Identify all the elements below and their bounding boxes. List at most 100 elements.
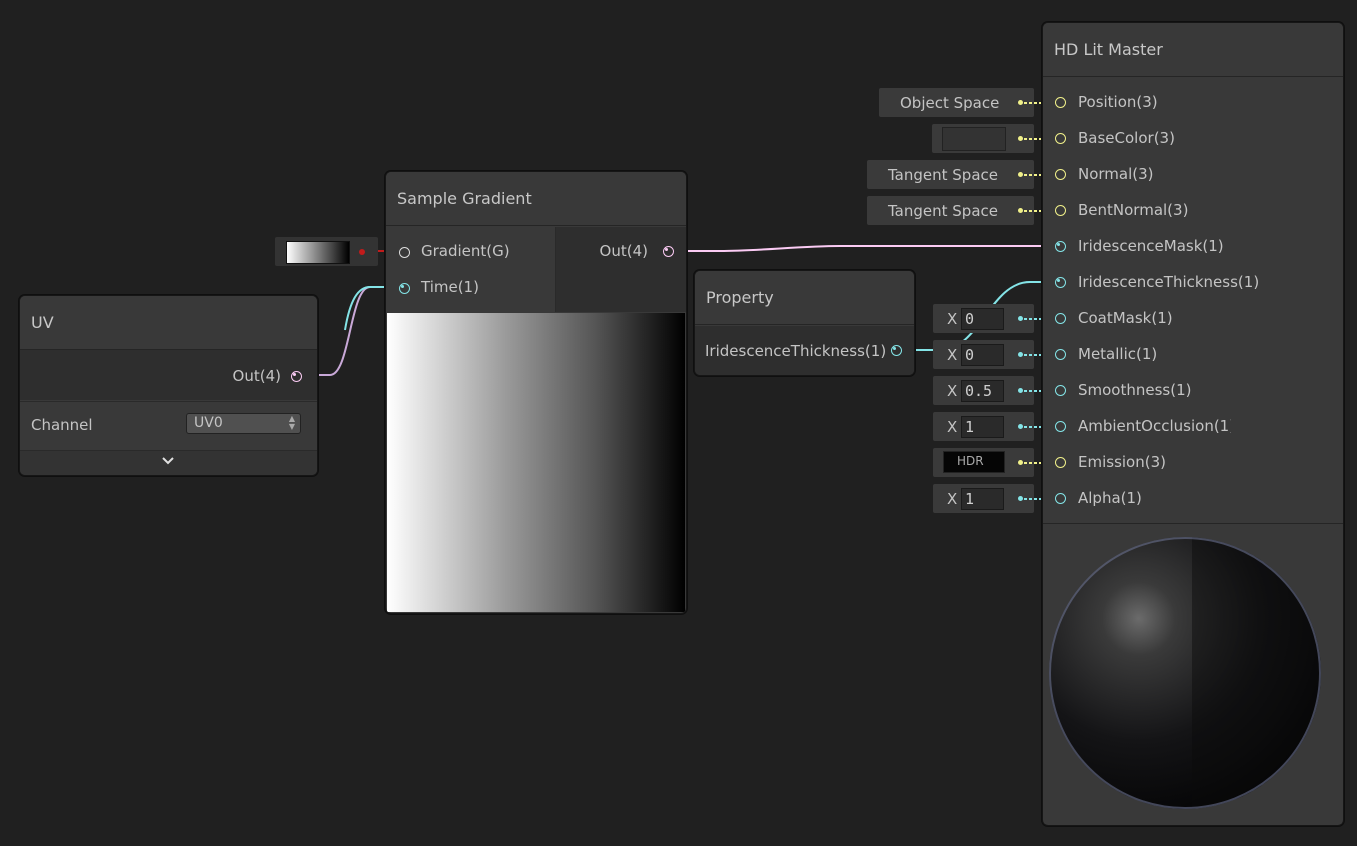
coatmask-axis-label: X: [947, 310, 958, 328]
gradient-preview: [387, 313, 685, 612]
coatmask-port-label: CoatMask(1): [1078, 309, 1173, 327]
coatmask-port[interactable]: [1055, 313, 1066, 324]
normal-space-field[interactable]: Tangent Space: [867, 160, 1034, 189]
metallic-port[interactable]: [1055, 349, 1066, 360]
alpha-input[interactable]: 1: [961, 488, 1004, 510]
uv-output-label: Out(4): [232, 367, 281, 385]
gradient-input-port[interactable]: [399, 247, 410, 258]
smoothness-port-label: Smoothness(1): [1078, 381, 1192, 399]
master-port-metallic[interactable]: Metallic(1): [1043, 343, 1343, 367]
coatmask-input[interactable]: 0: [961, 308, 1004, 330]
gradient-input-field-container: [275, 237, 378, 266]
emission-hdr-label: HDR: [957, 454, 984, 468]
preview-sphere: [1049, 537, 1321, 809]
alpha-field: X 1: [933, 484, 1034, 513]
master-node-title: HD Lit Master: [1043, 23, 1343, 77]
sample-gradient-output-port[interactable]: [663, 246, 674, 257]
basecolor-swatch[interactable]: [942, 127, 1006, 151]
channel-dropdown[interactable]: UV0 ▲▼: [186, 413, 301, 434]
property-output-row: IridescenceThickness(1): [695, 326, 914, 375]
channel-dropdown-value: UV0: [194, 415, 223, 431]
hd-lit-master-node[interactable]: HD Lit Master Position(3) BaseColor(3) N…: [1042, 22, 1344, 826]
normal-space-label: Tangent Space: [888, 166, 998, 184]
master-port-smoothness[interactable]: Smoothness(1): [1043, 379, 1343, 403]
master-preview: [1044, 524, 1342, 824]
bentnormal-port-label: BentNormal(3): [1078, 201, 1189, 219]
master-port-basecolor[interactable]: BaseColor(3): [1043, 127, 1343, 151]
sample-gradient-node[interactable]: Sample Gradient Gradient(G) Time(1) Out(…: [385, 171, 687, 614]
alpha-axis-label: X: [947, 490, 958, 508]
uv-channel-row: Channel UV0 ▲▼: [20, 401, 317, 450]
alpha-field-dot: [1018, 496, 1023, 501]
normal-port[interactable]: [1055, 169, 1066, 180]
master-port-bentnormal[interactable]: BentNormal(3): [1043, 199, 1343, 223]
property-output-label: IridescenceThickness(1): [705, 342, 887, 360]
basecolor-port-label: BaseColor(3): [1078, 129, 1175, 147]
ambient-occlusion-field-dot: [1018, 424, 1023, 429]
wire-gradient-out-to-iridescence-mask: [672, 245, 1055, 252]
sample-gradient-title: Sample Gradient: [386, 172, 686, 226]
normal-field-dot: [1018, 172, 1023, 177]
iridescence-mask-port-label: IridescenceMask(1): [1078, 237, 1224, 255]
chevron-down-icon[interactable]: [160, 453, 176, 473]
master-port-emission[interactable]: Emission(3): [1043, 451, 1343, 475]
emission-port-label: Emission(3): [1078, 453, 1166, 471]
bent-normal-field-dot: [1018, 208, 1023, 213]
bentnormal-port[interactable]: [1055, 205, 1066, 216]
uv-collapse-row[interactable]: [20, 450, 317, 475]
coatmask-field-dot: [1018, 316, 1023, 321]
alpha-port[interactable]: [1055, 493, 1066, 504]
emission-swatch[interactable]: HDR: [943, 451, 1005, 473]
ambient-occlusion-input[interactable]: 1: [961, 416, 1004, 438]
position-port[interactable]: [1055, 97, 1066, 108]
master-port-iridescence-mask[interactable]: IridescenceMask(1): [1043, 235, 1343, 259]
metallic-field-dot: [1018, 352, 1023, 357]
smoothness-field-dot: [1018, 388, 1023, 393]
metallic-input[interactable]: 0: [961, 344, 1004, 366]
normal-port-label: Normal(3): [1078, 165, 1154, 183]
metallic-port-label: Metallic(1): [1078, 345, 1158, 363]
uv-output-row: Out(4): [20, 350, 317, 400]
position-field-dot: [1018, 100, 1023, 105]
gradient-swatch[interactable]: [286, 241, 350, 264]
sample-gradient-outputs: Out(4): [556, 227, 686, 312]
bent-normal-space-field[interactable]: Tangent Space: [867, 196, 1034, 225]
basecolor-port[interactable]: [1055, 133, 1066, 144]
time-input-port[interactable]: [399, 283, 410, 294]
ambient-occlusion-port[interactable]: [1055, 421, 1066, 432]
metallic-field: X 0: [933, 340, 1034, 369]
uv-output-port[interactable]: [291, 371, 302, 382]
master-port-ambient-occlusion[interactable]: AmbientOcclusion(1): [1043, 415, 1343, 439]
emission-field-dot: [1018, 460, 1023, 465]
metallic-axis-label: X: [947, 346, 958, 364]
master-port-normal[interactable]: Normal(3): [1043, 163, 1343, 187]
bent-normal-space-label: Tangent Space: [888, 202, 998, 220]
basecolor-field-dot: [1018, 136, 1023, 141]
iridescence-thickness-port[interactable]: [1055, 277, 1066, 288]
ambient-occlusion-port-label: AmbientOcclusion(1): [1078, 417, 1231, 435]
uv-node[interactable]: UV Out(4) Channel UV0 ▲▼: [19, 295, 318, 476]
iridescence-mask-port[interactable]: [1055, 241, 1066, 252]
ambient-occlusion-field: X 1: [933, 412, 1034, 441]
smoothness-port[interactable]: [1055, 385, 1066, 396]
channel-label: Channel: [31, 416, 93, 434]
dropdown-arrows-icon: ▲▼: [288, 414, 295, 431]
property-node[interactable]: Property IridescenceThickness(1): [694, 270, 915, 376]
master-port-iridescence-thickness[interactable]: IridescenceThickness(1): [1043, 271, 1343, 295]
master-ports-list: Position(3) BaseColor(3) Normal(3) BentN…: [1043, 79, 1343, 524]
master-port-position[interactable]: Position(3): [1043, 91, 1343, 115]
gradient-input-label: Gradient(G): [421, 242, 510, 260]
sample-gradient-inputs: Gradient(G) Time(1): [386, 227, 556, 312]
smoothness-field: X 0.5: [933, 376, 1034, 405]
property-output-port[interactable]: [891, 345, 902, 356]
position-space-field[interactable]: Object Space: [879, 88, 1034, 117]
master-port-coatmask[interactable]: CoatMask(1): [1043, 307, 1343, 331]
emission-port[interactable]: [1055, 457, 1066, 468]
master-port-alpha[interactable]: Alpha(1): [1043, 487, 1343, 511]
alpha-port-label: Alpha(1): [1078, 489, 1142, 507]
ambient-occlusion-axis-label: X: [947, 418, 958, 436]
basecolor-field[interactable]: [932, 124, 1034, 153]
smoothness-input[interactable]: 0.5: [961, 380, 1004, 402]
position-port-label: Position(3): [1078, 93, 1158, 111]
property-node-title: Property: [695, 271, 914, 325]
